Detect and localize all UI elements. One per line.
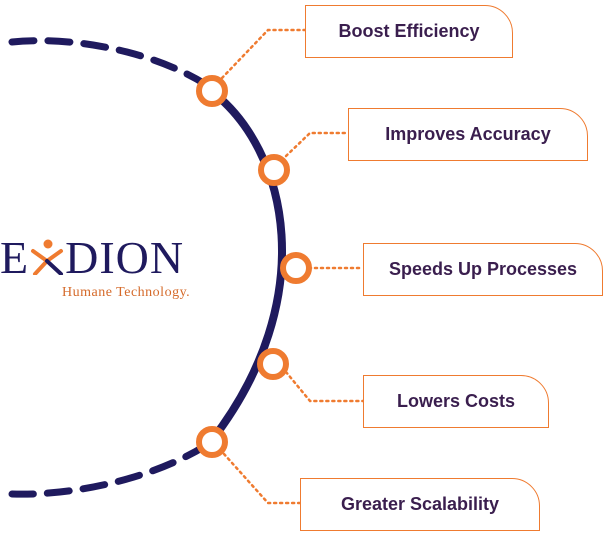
benefit-label-speeds-up-processes: Speeds Up Processes bbox=[363, 243, 603, 296]
node-1 bbox=[258, 154, 290, 186]
node-0 bbox=[196, 75, 228, 107]
logo-letter-e: E bbox=[0, 232, 30, 283]
logo-wordmark: E DION bbox=[0, 232, 184, 284]
benefit-label-greater-scalability: Greater Scalability bbox=[300, 478, 540, 531]
node-4 bbox=[196, 426, 228, 458]
connector-0 bbox=[220, 28, 307, 80]
node-2 bbox=[280, 252, 312, 284]
benefit-label-improves-accuracy: Improves Accuracy bbox=[348, 108, 588, 161]
connector-3 bbox=[284, 370, 365, 403]
connector-1 bbox=[284, 131, 350, 158]
benefit-label-lowers-costs: Lowers Costs bbox=[363, 375, 549, 428]
logo-x-figure-icon bbox=[30, 239, 64, 275]
logo-tagline: Humane Technology. bbox=[62, 285, 191, 300]
exdion-logo: E DION Humane Technology. bbox=[0, 232, 215, 302]
arc-dashed-bottom bbox=[8, 442, 209, 498]
connector-4 bbox=[222, 452, 302, 505]
node-3 bbox=[257, 348, 289, 380]
benefit-label-boost-efficiency: Boost Efficiency bbox=[305, 5, 513, 58]
logo-letters-dion: DION bbox=[65, 232, 185, 283]
arc-dashed-top bbox=[8, 37, 209, 88]
arc-solid bbox=[206, 86, 286, 444]
